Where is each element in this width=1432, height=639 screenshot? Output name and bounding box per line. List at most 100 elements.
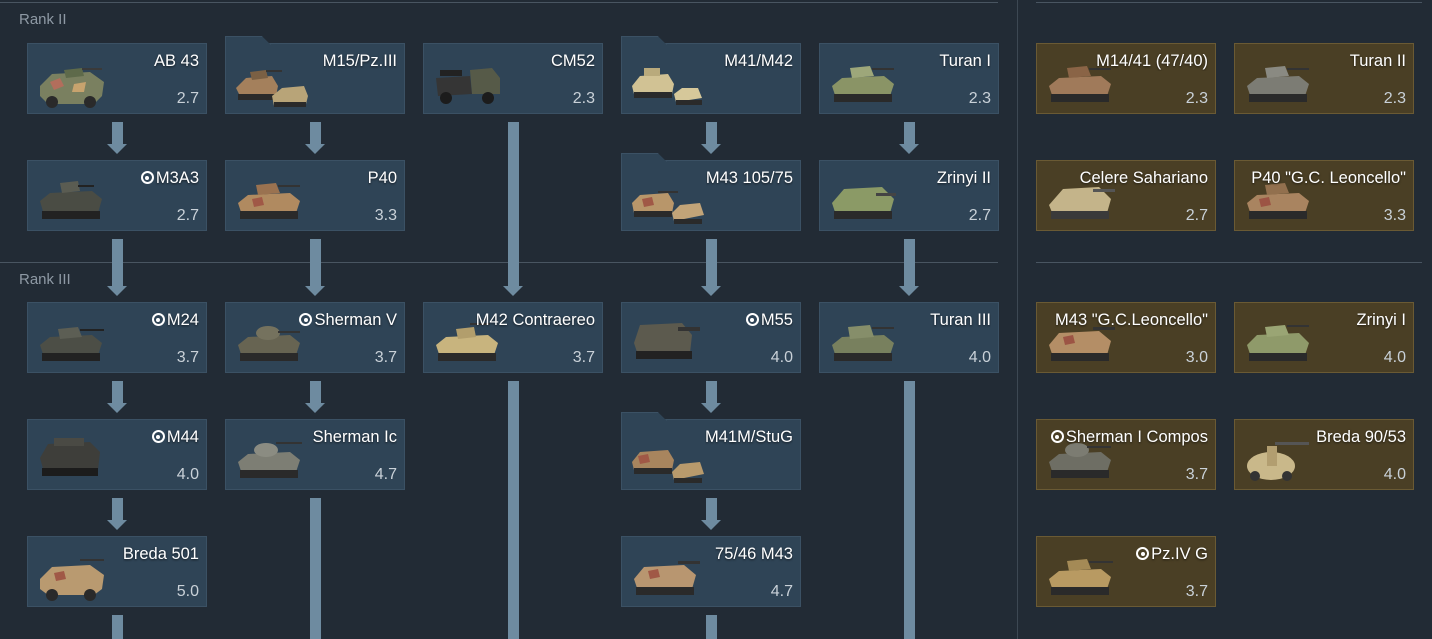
vehicle-name: Sherman I Compos: [1050, 428, 1208, 447]
battle-rating: 3.7: [1185, 583, 1208, 600]
vehicle-name: Zrinyi I: [1356, 311, 1407, 329]
vehicle-tile-m44[interactable]: M44 4.0: [27, 419, 207, 490]
tree-connector-arrow: [305, 286, 325, 296]
premium-tile-zrinyi1[interactable]: Zrinyi I 4.0: [1234, 302, 1414, 373]
squadron-icon: [1050, 430, 1064, 443]
tree-connector-line: [112, 122, 123, 144]
vehicle-group-tile-m41m-stug[interactable]: M41M/StuG: [621, 419, 801, 490]
tree-connector-line: [904, 122, 915, 144]
battle-rating: 4.7: [374, 466, 397, 483]
battle-rating: 2.7: [176, 90, 199, 107]
vehicle-tile-cm52[interactable]: CM52 2.3: [423, 43, 603, 114]
tree-connector-arrow: [899, 286, 919, 296]
tree-connector-line: [310, 239, 321, 286]
tree-connector-line: [706, 122, 717, 144]
premium-tile-celere-sahariano[interactable]: Celere Sahariano 2.7: [1036, 160, 1216, 231]
tree-connector-line: [112, 615, 123, 639]
tree-connector-arrow: [305, 144, 325, 154]
battle-rating: 4.0: [176, 466, 199, 483]
vehicle-group-tile-m41m42[interactable]: M41/M42: [621, 43, 801, 114]
tree-connector-line: [508, 381, 519, 639]
battle-rating: 3.7: [572, 349, 595, 366]
vehicle-name: CM52: [550, 52, 595, 70]
tree-connector-line: [310, 122, 321, 144]
tank-icon: [238, 326, 300, 361]
vehicle-name: P40 "G.C. Leoncello": [1251, 169, 1406, 187]
battle-rating: 2.3: [1383, 90, 1406, 107]
vehicle-tile-sherman-ic[interactable]: Sherman Ic 4.7: [225, 419, 405, 490]
tree-connector-arrow: [107, 286, 127, 296]
vehicle-tile-sherman-v[interactable]: Sherman V 3.7: [225, 302, 405, 373]
vehicle-name: Zrinyi II: [936, 169, 991, 187]
tree-connector-line: [706, 239, 717, 286]
premium-tile-m14-41[interactable]: M14/41 (47/40) 2.3: [1036, 43, 1216, 114]
tree-connector-arrow: [503, 286, 523, 296]
tree-connector-arrow: [107, 520, 127, 530]
truck-icon: [436, 68, 500, 104]
battle-rating: 3.7: [374, 349, 397, 366]
battle-rating: 3.3: [1383, 207, 1406, 224]
battle-rating: 3.7: [176, 349, 199, 366]
squadron-icon: [151, 313, 165, 326]
vehicle-name: Celere Sahariano: [1079, 169, 1208, 187]
vehicle-tile-ab43[interactable]: AB 43 2.7: [27, 43, 207, 114]
battle-rating: 2.7: [176, 207, 199, 224]
premium-tile-p40-gc-leoncello[interactable]: P40 "G.C. Leoncello" 3.3: [1234, 160, 1414, 231]
tank-icon: [238, 442, 302, 478]
battle-rating: 2.3: [968, 90, 991, 107]
gun-truck-icon: [1247, 442, 1309, 481]
vehicle-tile-m24[interactable]: M24 3.7: [27, 302, 207, 373]
tank-icon: [40, 68, 104, 108]
spg-icon: [1049, 327, 1115, 361]
tree-connector-line: [508, 122, 519, 286]
tank-icon: [832, 325, 894, 361]
vehicle-tile-m3a3[interactable]: M3A3 2.7: [27, 160, 207, 231]
battle-rating: 4.0: [1383, 349, 1406, 366]
premium-tile-turan2[interactable]: Turan II 2.3: [1234, 43, 1414, 114]
vehicle-tile-zrinyi2[interactable]: Zrinyi II 2.7: [819, 160, 999, 231]
battle-rating: 2.7: [1185, 207, 1208, 224]
vehicle-tile-75-46-m43[interactable]: 75/46 M43 4.7: [621, 536, 801, 607]
vehicle-tile-m55[interactable]: M55 4.0: [621, 302, 801, 373]
vehicle-tile-turan3[interactable]: Turan III 4.0: [819, 302, 999, 373]
battle-rating: 3.3: [374, 207, 397, 224]
tree-connector-arrow: [107, 403, 127, 413]
tree-connector-arrow: [107, 144, 127, 154]
vehicle-name: Turan I: [939, 52, 991, 70]
tank-icon: [1247, 183, 1309, 219]
battle-rating: 3.0: [1185, 349, 1208, 366]
vehicle-name: M15/Pz.III: [322, 52, 397, 70]
tree-connector-line: [706, 381, 717, 403]
spg-icon: [40, 438, 100, 476]
tank-icon: [1049, 443, 1111, 478]
squadron-icon: [151, 430, 165, 443]
vehicle-tile-turan1[interactable]: Turan I 2.3: [819, 43, 999, 114]
vehicle-tile-breda501[interactable]: Breda 501 5.0: [27, 536, 207, 607]
vehicle-group-tile-m15[interactable]: M15/Pz.III: [225, 43, 405, 114]
vehicle-name: M43 105/75: [705, 169, 793, 187]
tank-group-icon: [632, 191, 704, 224]
vehicle-name: M43 "G.C.Leoncello": [1055, 311, 1208, 329]
tank-icon: [1049, 66, 1111, 102]
tree-connector-line: [706, 498, 717, 520]
premium-tile-m43-gc-leoncello[interactable]: M43 "G.C.Leoncello" 3.0: [1036, 302, 1216, 373]
tree-connector-line: [310, 498, 321, 639]
vehicle-group-tile-m43-105[interactable]: M43 105/75: [621, 160, 801, 231]
tank-icon: [238, 183, 300, 219]
vehicle-tile-p40[interactable]: P40 3.3: [225, 160, 405, 231]
premium-tile-breda-90-53[interactable]: Breda 90/53 4.0: [1234, 419, 1414, 490]
vehicle-name: M44: [151, 428, 199, 447]
squadron-icon: [745, 313, 759, 326]
vehicle-name: Sherman Ic: [312, 428, 397, 446]
premium-tile-pz4g[interactable]: Pz.IV G 3.7: [1036, 536, 1216, 607]
vehicle-tile-m42-contraereo[interactable]: M42 Contraereo 3.7: [423, 302, 603, 373]
armored-car-icon: [40, 559, 104, 601]
vehicle-name: M24: [151, 311, 199, 330]
vehicle-name: M41M/StuG: [704, 428, 793, 446]
premium-tile-sherman-compos[interactable]: Sherman I Compos 3.7: [1036, 419, 1216, 490]
rank-divider: [1036, 262, 1422, 263]
rank-divider: [0, 262, 998, 263]
vehicle-name: M14/41 (47/40): [1096, 52, 1208, 70]
battle-rating: 2.3: [572, 90, 595, 107]
vehicle-name: Breda 501: [122, 545, 199, 563]
